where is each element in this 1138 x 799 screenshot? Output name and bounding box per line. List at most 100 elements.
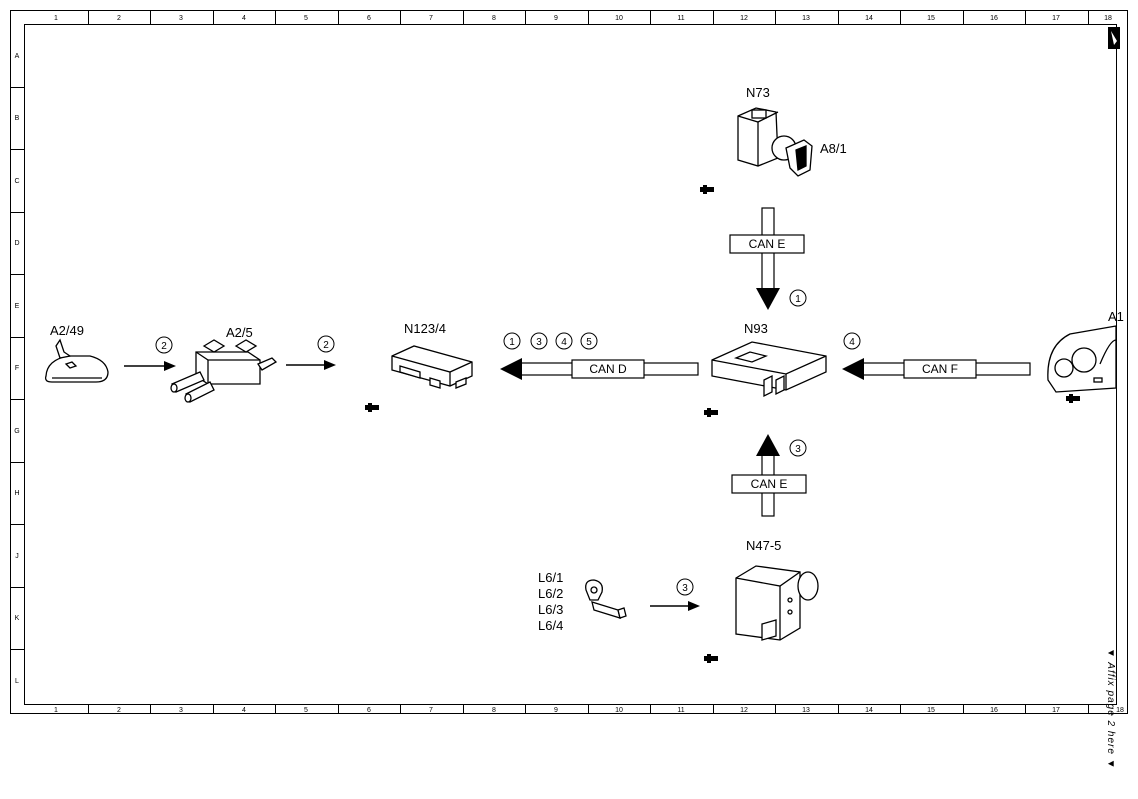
reference-hand-icon [365, 403, 379, 412]
label-l6-1: L6/1 [538, 570, 563, 585]
col-num: 10 [615, 707, 623, 714]
label-a2-49: A2/49 [50, 323, 84, 338]
arrow-a2-49-to-a2-5 [124, 361, 176, 371]
a2-5-splitter-icon [170, 339, 278, 403]
affix-page-note: ▼ Affix page 2 here ▼ [1105, 648, 1116, 770]
corner-logo-icon [1108, 27, 1120, 49]
row-letter: K [15, 615, 20, 622]
label-n73: N73 [746, 85, 770, 100]
can-d-bus-label: CAN D [571, 359, 645, 379]
row-letter: C [14, 178, 19, 185]
svg-text:5: 5 [586, 337, 592, 348]
a1-instrument-cluster-icon [1047, 325, 1117, 393]
can-d-signal-markers: 1 3 4 5 [503, 332, 598, 350]
col-num: 15 [927, 15, 935, 22]
l6-wheel-speed-sensor-icon [585, 579, 627, 619]
left-row-ruler [10, 87, 24, 650]
svg-text:3: 3 [682, 583, 688, 594]
label-l6-3: L6/3 [538, 602, 563, 617]
col-num: 15 [927, 707, 935, 714]
col-num: 7 [429, 15, 433, 22]
arrow-l6-to-n47-5 [650, 601, 700, 611]
col-num: 14 [865, 15, 873, 22]
svg-text:2: 2 [323, 340, 329, 351]
col-num: 2 [117, 707, 121, 714]
bottom-column-numbers: 1 2 3 4 5 6 7 8 9 10 11 12 13 14 15 16 1… [54, 707, 1124, 714]
row-letter: B [15, 115, 20, 122]
can-e-bottom-bus-label: CAN E [731, 474, 807, 494]
left-row-letters: A B C D E F G H J K L [14, 53, 19, 685]
col-num: 8 [492, 707, 496, 714]
svg-text:4: 4 [849, 337, 855, 348]
svg-text:CAN D: CAN D [589, 362, 627, 376]
col-num: 16 [990, 707, 998, 714]
signal-marker: 4 [843, 332, 861, 350]
col-num: 1 [54, 707, 58, 714]
col-num: 12 [740, 707, 748, 714]
col-num: 13 [802, 707, 810, 714]
col-num: 17 [1052, 15, 1060, 22]
top-column-ruler [88, 10, 1089, 24]
col-num: 16 [990, 15, 998, 22]
col-num: 14 [865, 707, 873, 714]
col-num: 5 [304, 15, 308, 22]
col-num: 11 [677, 15, 684, 22]
reference-hand-icon [700, 185, 714, 194]
svg-text:3: 3 [536, 337, 542, 348]
col-num: 9 [554, 15, 558, 22]
col-num: 6 [367, 15, 371, 22]
row-letter: D [14, 240, 19, 247]
col-num: 3 [179, 707, 183, 714]
col-num: 4 [242, 707, 246, 714]
can-e-top-bus-arrow [756, 207, 780, 310]
n123-4-module-icon [391, 345, 473, 389]
col-num: 18 [1104, 15, 1112, 22]
svg-text:CAN E: CAN E [751, 477, 788, 491]
svg-text:3: 3 [795, 444, 801, 455]
col-num: 2 [117, 15, 121, 22]
row-letter: H [14, 490, 19, 497]
a8-1-key-icon [785, 139, 813, 177]
reference-hand-icon [704, 654, 718, 663]
col-num: 10 [615, 15, 623, 22]
n47-5-esp-unit-icon [735, 565, 819, 641]
svg-text:2: 2 [161, 341, 167, 352]
top-column-numbers: 1 2 3 4 5 6 7 8 9 10 11 12 13 14 15 16 1… [54, 15, 1112, 22]
row-letter: A [15, 53, 20, 60]
col-num: 13 [802, 15, 810, 22]
svg-text:CAN E: CAN E [749, 237, 786, 251]
row-letter: J [15, 553, 19, 560]
can-f-bus-label: CAN F [903, 359, 977, 379]
svg-text:1: 1 [795, 294, 801, 305]
row-letter: G [14, 428, 19, 435]
col-num: 6 [367, 707, 371, 714]
n93-gateway-module-icon [711, 341, 827, 398]
label-l6-2: L6/2 [538, 586, 563, 601]
col-num: 3 [179, 15, 183, 22]
row-letter: L [15, 678, 19, 685]
label-n93: N93 [744, 321, 768, 336]
signal-marker: 2 [155, 336, 173, 354]
col-num: 9 [554, 707, 558, 714]
col-num: 17 [1052, 707, 1060, 714]
label-n47-5: N47-5 [746, 538, 781, 553]
signal-marker: 1 [789, 289, 807, 307]
can-e-top-bus-label: CAN E [729, 234, 805, 254]
col-num: 12 [740, 15, 748, 22]
label-a8-1: A8/1 [820, 141, 847, 156]
label-a1: A1 [1108, 309, 1124, 324]
bottom-column-ruler [88, 704, 1089, 714]
signal-marker: 3 [676, 578, 694, 596]
col-num: 7 [429, 707, 433, 714]
col-num: 11 [677, 707, 684, 714]
reference-hand-icon [704, 408, 718, 417]
svg-text:4: 4 [561, 337, 567, 348]
arrow-a2-5-to-n123-4 [286, 360, 336, 370]
row-letter: F [15, 365, 19, 372]
col-num: 1 [54, 15, 58, 22]
row-letter: E [15, 303, 20, 310]
label-n123-4: N123/4 [404, 321, 446, 336]
col-num: 4 [242, 15, 246, 22]
svg-text:CAN F: CAN F [922, 362, 958, 376]
